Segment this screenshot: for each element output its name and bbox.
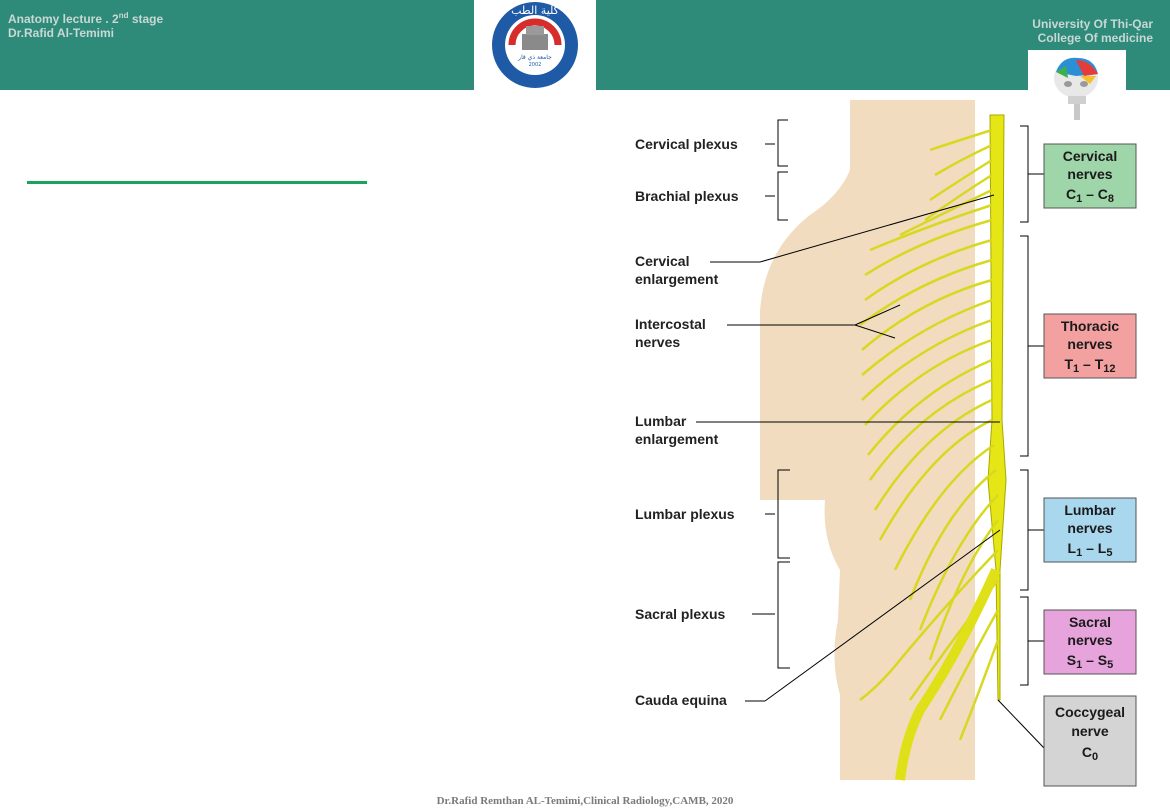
body-silhouette: [760, 100, 975, 780]
spinal-nerves-diagram: Cervical plexus Brachial plexus Cervical…: [600, 100, 1170, 790]
svg-text:enlargement: enlargement: [635, 271, 719, 287]
svg-text:C1 – C8: C1 – C8: [1066, 186, 1114, 205]
svg-text:جامعة ذي قار: جامعة ذي قار: [517, 54, 552, 61]
svg-text:nerves: nerves: [1067, 336, 1112, 352]
svg-text:nerves: nerves: [635, 334, 680, 350]
box-cervical-nerves: Cervical nerves C1 – C8: [1043, 143, 1137, 209]
label-cervical-plexus: Cervical plexus: [635, 136, 738, 152]
left-labels: Cervical plexus Brachial plexus Cervical…: [635, 119, 1001, 708]
nerve-branches: [859, 128, 1000, 741]
brain-skull-illustration: [1028, 50, 1126, 122]
lecture-info: Anatomy lecture . 2nd stage Dr.Rafid Al-…: [8, 11, 164, 40]
spinal-cord: [987, 114, 1007, 701]
sciatic-nerve: [895, 567, 1001, 781]
svg-text:nerves: nerves: [1067, 520, 1112, 536]
title-underline: [27, 181, 367, 184]
svg-text:Cervical: Cervical: [1063, 148, 1117, 164]
label-lumbar-plexus: Lumbar plexus: [635, 506, 735, 522]
label-cauda-equina: Cauda equina: [635, 692, 727, 708]
label-lumbar-enlargement: Lumbar: [635, 413, 687, 429]
label-sacral-plexus: Sacral plexus: [635, 606, 725, 622]
svg-text:nerves: nerves: [1067, 166, 1112, 182]
box-coccygeal-nerve: Coccygeal nerve C0: [1043, 695, 1137, 787]
box-lumbar-nerves: Lumbar nerves L1 – L5: [1043, 497, 1137, 563]
college-logo: كلية الطب جامعة ذي قار 2002: [474, 0, 596, 90]
label-cervical-enlargement: Cervical: [635, 253, 689, 269]
right-brackets: [997, 125, 1045, 749]
svg-text:enlargement: enlargement: [635, 431, 719, 447]
svg-text:C0: C0: [1082, 744, 1098, 763]
svg-text:Lumbar: Lumbar: [1064, 502, 1116, 518]
svg-text:Thoracic: Thoracic: [1061, 318, 1120, 334]
svg-text:L1 – L5: L1 – L5: [1068, 540, 1113, 559]
label-intercostal-nerves: Intercostal: [635, 316, 706, 332]
svg-text:Sacral: Sacral: [1069, 614, 1111, 630]
svg-text:Coccygeal: Coccygeal: [1055, 704, 1125, 720]
svg-text:2002: 2002: [529, 62, 542, 68]
svg-text:كلية الطب: كلية الطب: [511, 4, 560, 17]
university-info: University Of Thi-Qar College Of medicin…: [1032, 17, 1153, 45]
box-sacral-nerves: Sacral nerves S1 – S5: [1043, 609, 1137, 675]
label-brachial-plexus: Brachial plexus: [635, 188, 739, 204]
svg-text:T1 – T12: T1 – T12: [1064, 356, 1115, 375]
svg-text:S1 – S5: S1 – S5: [1067, 652, 1114, 671]
box-thoracic-nerves: Thoracic nerves T1 – T12: [1043, 313, 1137, 379]
svg-text:nerve: nerve: [1071, 723, 1109, 739]
footer-credit: Dr.Rafid Remthan AL-Temimi,Clinical Radi…: [436, 795, 734, 807]
svg-text:nerves: nerves: [1067, 632, 1112, 648]
